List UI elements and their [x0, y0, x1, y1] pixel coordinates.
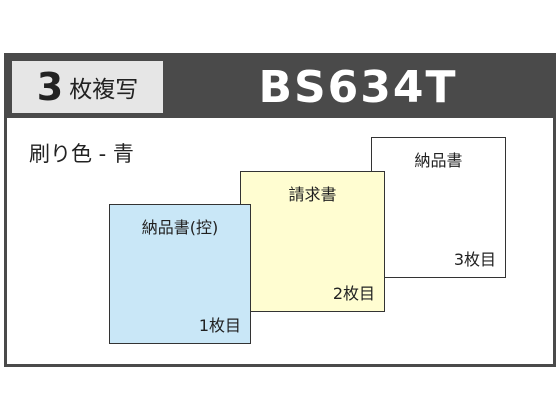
header-bar: 3 枚複写 BS634T	[7, 56, 553, 118]
sheet-number: 1枚目	[198, 316, 241, 335]
sheet-title: 請求書	[288, 185, 337, 204]
sheet-title: 納品書	[414, 151, 463, 170]
sheet-2-invoice: 請求書 2枚目	[240, 171, 385, 312]
sheet-3-delivery-slip: 納品書 3枚目	[371, 137, 506, 278]
sheet-number: 2枚目	[332, 284, 375, 303]
model-number: BS634T	[258, 61, 458, 113]
copies-badge: 3 枚複写	[12, 61, 163, 113]
copies-number: 3	[36, 65, 64, 109]
sheet-title: 納品書(控)	[141, 218, 219, 237]
sheet-number: 3枚目	[453, 250, 496, 269]
sheet-1-delivery-copy: 納品書(控) 1枚目	[109, 204, 251, 344]
copies-label: 枚複写	[69, 76, 139, 103]
print-color-label: 刷り色 - 青	[29, 142, 134, 166]
product-panel: 3 枚複写 BS634T 刷り色 - 青 納品書 3枚目 請求書 2枚目 納品書…	[4, 53, 556, 367]
